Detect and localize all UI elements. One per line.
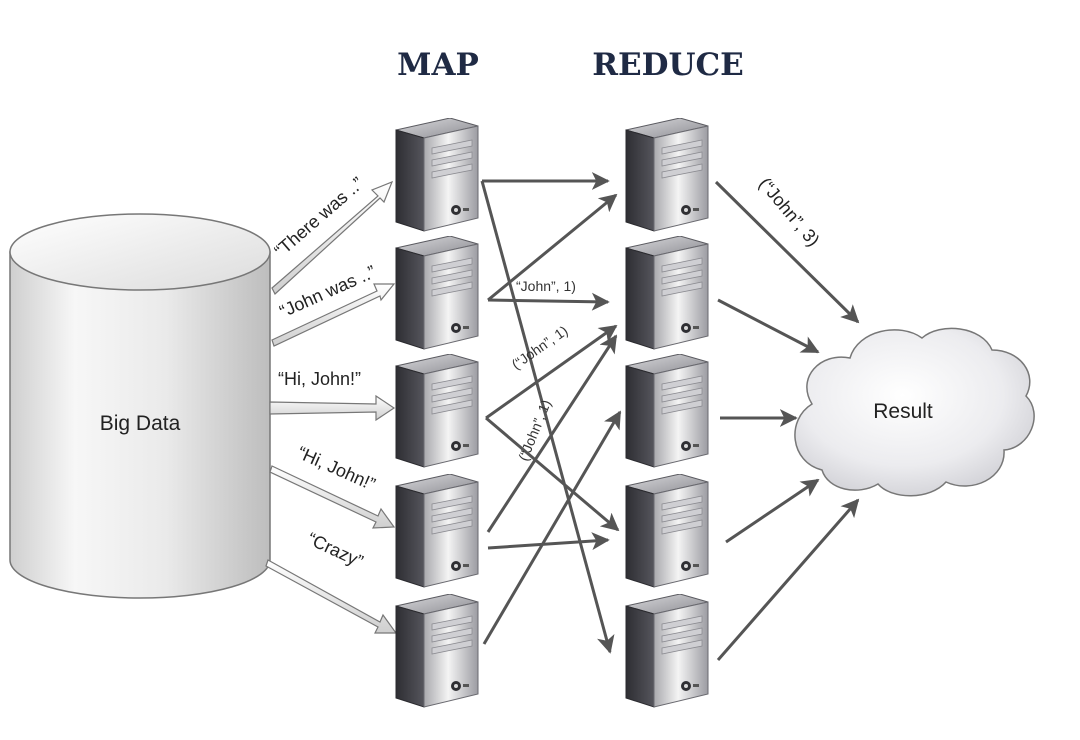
input-arrows — [265, 180, 398, 634]
result-arrow — [725, 478, 820, 544]
input-arrow-1 — [271, 180, 394, 295]
result-arrow — [714, 180, 860, 324]
reduce-server-4 — [625, 474, 709, 588]
map-header: MAP — [397, 47, 479, 83]
shuffle-arrow — [487, 193, 618, 302]
shuffle-arrow — [485, 416, 620, 532]
shuffle-arrows — [480, 172, 622, 654]
map-server-5 — [395, 594, 479, 708]
map-servers — [395, 118, 479, 708]
map-server-1 — [395, 118, 479, 232]
input-arrow-4 — [269, 465, 396, 529]
shuffle-arrow — [487, 532, 610, 551]
map-server-4 — [395, 474, 479, 588]
result-arrow — [716, 498, 860, 661]
shuffle-arrow — [486, 334, 618, 533]
reduce-header: REDUCE — [592, 47, 744, 83]
reduce-server-1 — [625, 118, 709, 232]
result-arrows — [714, 180, 860, 661]
result-label: Result — [873, 400, 933, 423]
shuffle-arrow — [480, 180, 615, 654]
map-server-2 — [395, 236, 479, 350]
result-cloud: Result — [794, 327, 1035, 497]
big-data-label: Big Data — [100, 412, 181, 435]
result-arrow — [717, 298, 820, 354]
input-arrow-2 — [271, 283, 396, 347]
intermediate-label-1: “John”, 1) — [516, 278, 576, 294]
map-server-3 — [395, 354, 479, 468]
reduce-output-label: (“John”, 3) — [755, 174, 824, 250]
input-label-5: “Crazy” — [304, 528, 366, 571]
reduce-servers — [625, 118, 709, 708]
input-arrow-5 — [265, 559, 398, 634]
input-arrow-3 — [269, 394, 396, 422]
reduce-server-5 — [625, 594, 709, 708]
shuffle-arrow — [482, 410, 622, 645]
reduce-server-2 — [625, 236, 709, 350]
reduce-server-3 — [625, 354, 709, 468]
shuffle-arrow — [485, 324, 618, 420]
big-data-cylinder: Big Data — [9, 213, 271, 599]
shuffle-arrow — [487, 292, 610, 311]
intermediate-label-3: (“John”, 1) — [515, 397, 554, 463]
input-label-3: “Hi, John!” — [278, 369, 361, 389]
